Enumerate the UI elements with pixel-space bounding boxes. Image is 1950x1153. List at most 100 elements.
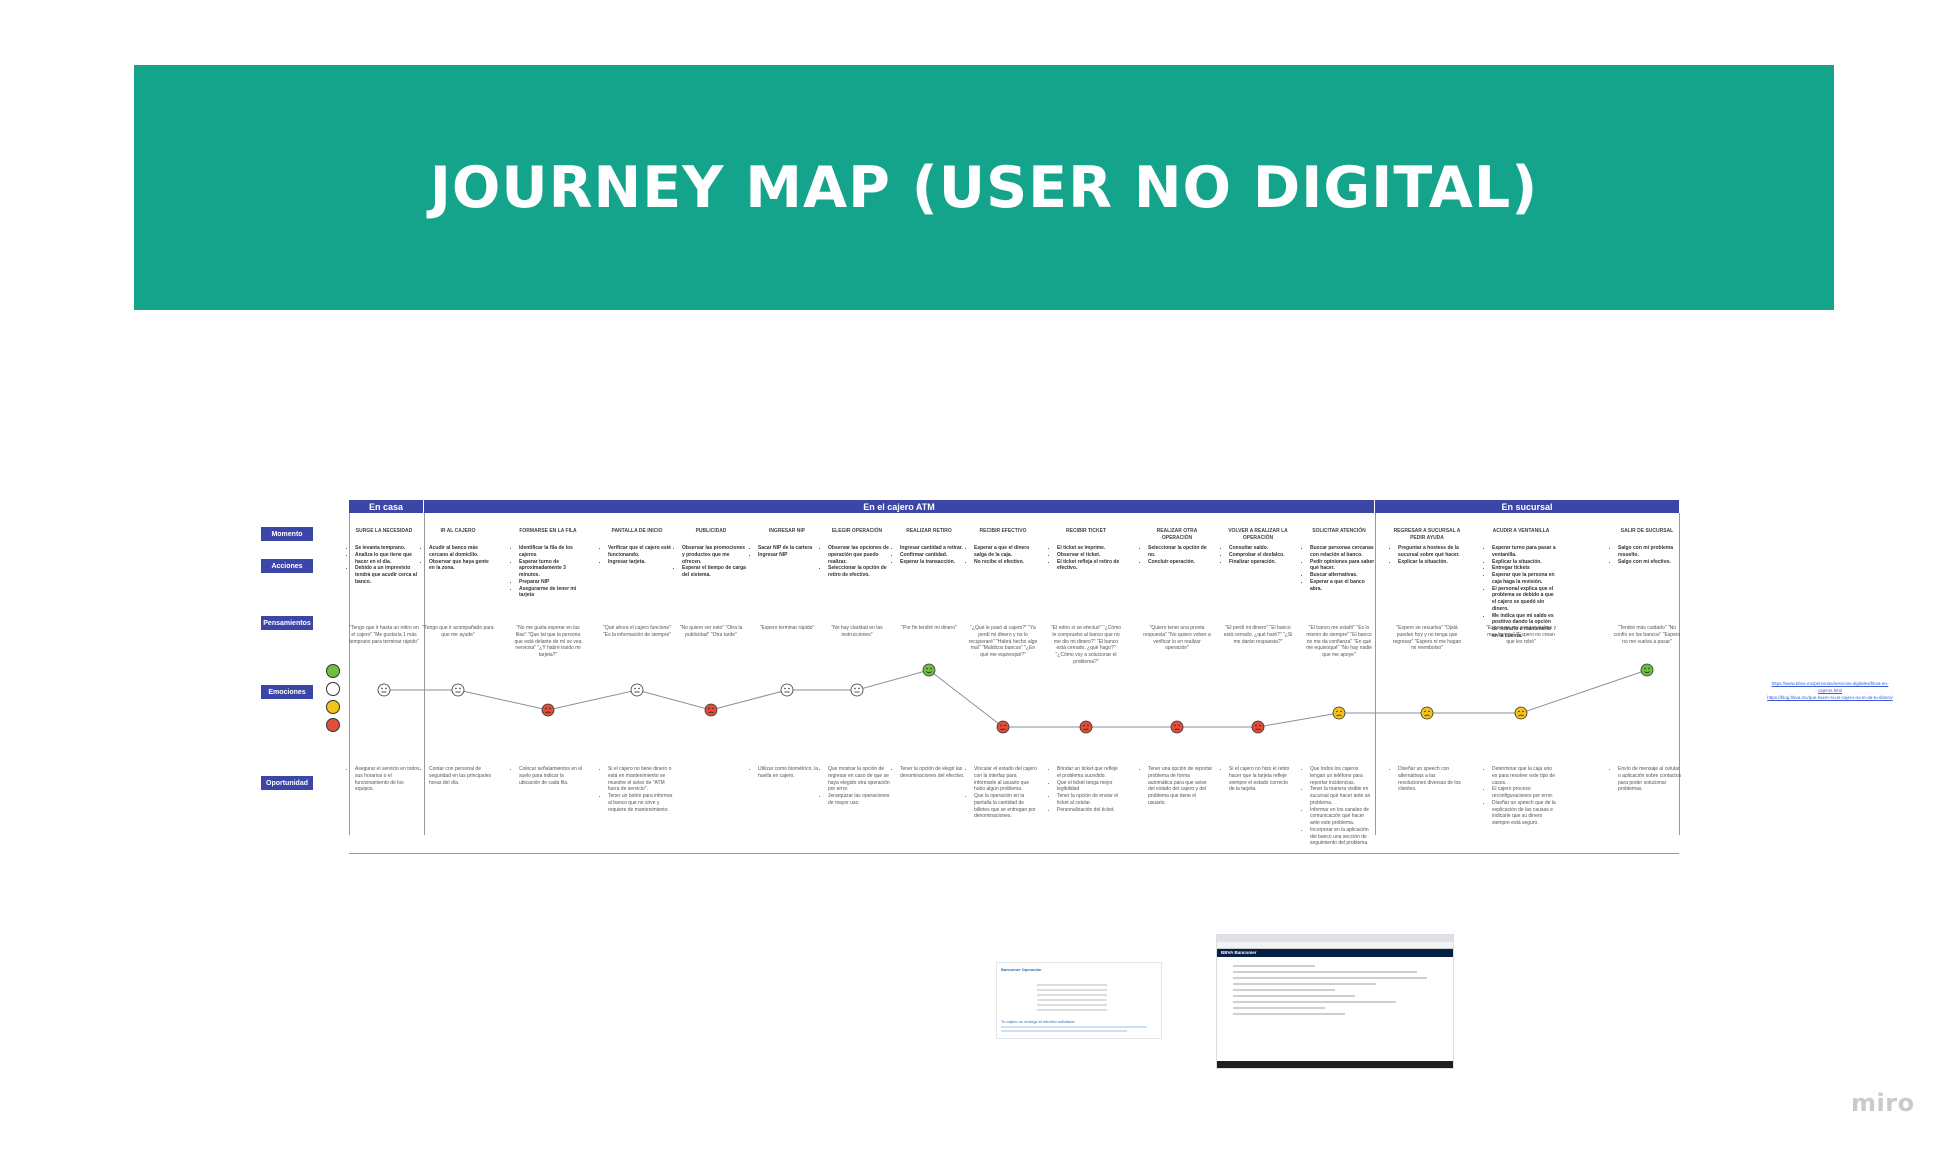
legend-worried-face-icon — [326, 700, 340, 714]
divider-sucursal — [1375, 513, 1376, 835]
phase-en-sucursal: En sucursal — [1375, 500, 1679, 513]
thoughts-text: "No me gusta esperar en las filas" "Que … — [514, 625, 582, 658]
action-item: Pedir opiniones para saber qué hacer. — [1310, 559, 1375, 573]
action-item: Observar que haya gente en la zona. — [429, 559, 494, 573]
actions-list: Esperar turno para pasar a ventanilla.Ex… — [1485, 545, 1557, 640]
opportunity-list: Que mostrar la opción de regresar en cas… — [821, 766, 893, 807]
opportunity-list: Diseñar un speech con alternativas a las… — [1391, 766, 1463, 793]
action-item: Esperar la transacción. — [900, 559, 965, 566]
opportunity-item: Contar con personal de seguridad en las … — [429, 766, 494, 786]
opportunity-item: Que la operación en la pantalla la canti… — [974, 793, 1039, 820]
thoughts-text: "Tengo que ir acompañado para que me ayu… — [422, 625, 494, 638]
emotion-face-icon — [1170, 720, 1184, 734]
opportunity-list: Si el cajero no tiene dinero o está en m… — [601, 766, 673, 813]
actions-list: Identificar la fila de los cajerosEspera… — [512, 545, 584, 599]
opportunity-item: Asegurar el servicio en todos sus horari… — [355, 766, 420, 793]
action-item: Debido a un imprevisto tendrá que acudir… — [355, 565, 420, 585]
opportunity-list: Que todos los cajeros tengan un teléfono… — [1303, 766, 1375, 847]
legend-neutral-face-icon — [326, 682, 340, 696]
moment-label: Recibir ticket — [1066, 528, 1106, 534]
action-item: Esperar a que el dinero salga de la caja… — [974, 545, 1039, 559]
opportunity-item: Tener una opción de reportar problema de… — [1148, 766, 1213, 807]
opportunity-item: Diseñar un speech con alternativas a las… — [1398, 766, 1463, 793]
opportunity-list: Contar con personal de seguridad en las … — [422, 766, 494, 786]
thoughts-text: "El perdí mi dinero" "El banco está cerr… — [1223, 625, 1293, 645]
reference-link-1[interactable]: https://www.bbva.mx/personas/servicios-d… — [1771, 681, 1889, 694]
bank-page-body — [1217, 957, 1453, 1023]
divider-end — [1679, 513, 1680, 835]
thoughts-text: "Qué ahora el cajero funcione" "Es la in… — [602, 625, 672, 638]
action-item: Explicar la situación. — [1398, 559, 1463, 566]
emotion-face-icon — [922, 663, 936, 677]
actions-list: Buscar personas cercanas con relación al… — [1303, 545, 1375, 592]
actions-list: El ticket se imprime.Observar el ticket.… — [1050, 545, 1122, 572]
action-item: Explicar la situación. — [1492, 559, 1557, 566]
thoughts-text: "No hay claridad en las instrucciones" — [831, 625, 883, 638]
action-item: Finalizar operación. — [1229, 559, 1294, 566]
bank-website-screenshot-thumbnail[interactable]: BBVA Bancomer — [1216, 934, 1454, 1069]
moment-label: Realizar retiro — [906, 528, 952, 534]
action-item: Preparar NIP — [519, 579, 584, 586]
os-taskbar — [1217, 1061, 1453, 1068]
action-item: Acudir al banco más cercano al domicilio… — [429, 545, 494, 559]
moment-label: Solicitar atención — [1312, 528, 1366, 534]
moment-label: Ingresar NIP — [768, 528, 806, 534]
opportunity-list: Tener la opción de elegir las denominaci… — [893, 766, 965, 780]
ticket-screenshot-thumbnail[interactable]: Bancomer Operación Tu cajero no entregó … — [996, 962, 1162, 1039]
actions-list: Observar las promociones y productos que… — [675, 545, 747, 579]
opportunity-item: Que todos los cajeros tengan un teléfono… — [1310, 766, 1375, 786]
actions-list: Consultar saldo.Comprobar el desfalco.Fi… — [1222, 545, 1294, 565]
emotion-face-icon — [451, 683, 465, 697]
opportunity-item: Utilizar como biométrico, la huella en c… — [758, 766, 823, 780]
opportunity-item: Tener la opción de enviar el ticket al c… — [1057, 793, 1122, 807]
thoughts-text: "El banco me estafó" "Es lo mismo de sie… — [1306, 625, 1372, 658]
row-label-oportunidad: Oportunidad — [261, 776, 313, 790]
thoughts-text: "Espero terminar rápido" — [759, 625, 815, 631]
opportunity-item: Jerarquizar las operaciones de mayor uso… — [828, 793, 893, 807]
thumb1-heading: Bancomer Operación — [1001, 967, 1042, 972]
opportunity-item: Si el cajero no tiene dinero o está en m… — [608, 766, 673, 793]
emotion-face-icon — [1514, 706, 1528, 720]
emotion-face-icon — [996, 720, 1010, 734]
thoughts-text: "Tendré más cuidado" "No confío en los b… — [1613, 625, 1681, 645]
opportunity-list: Brindar un ticket que refleje el problem… — [1050, 766, 1122, 813]
action-item: Confirmar cantidad. — [900, 552, 965, 559]
thoughts-text: "No quiero ver esto" "Otra la publicidad… — [679, 625, 743, 638]
moment-label: Publicidad — [695, 528, 727, 534]
bank-nav-bar: BBVA Bancomer — [1217, 949, 1453, 957]
action-item: Asegurarme de tener mi tarjeta — [519, 586, 584, 600]
row-label-pensamientos: Pensamientos — [261, 616, 313, 630]
action-item: Observar las opciones de operación que p… — [828, 545, 893, 565]
emotion-face-icon — [541, 703, 555, 717]
action-item: Observar las promociones y productos que… — [682, 545, 747, 565]
opportunity-item: El cajero proceso reconfiguraciones por … — [1492, 786, 1557, 800]
action-item: No recibe el efectivo. — [974, 559, 1039, 566]
miro-logo: miro — [1851, 1089, 1915, 1117]
opportunity-list: Tener una opción de reportar problema de… — [1141, 766, 1213, 807]
action-item: Salgo con mi efectivo. — [1618, 559, 1683, 566]
row-label-emociones: Emociones — [261, 685, 313, 699]
opportunity-item: Colocar señalamientos en el suelo para i… — [519, 766, 584, 786]
action-item: Ingresar tarjeta. — [608, 559, 673, 566]
moment-label: Pantalla de inicio — [611, 528, 663, 534]
board-bottom-line — [349, 853, 1679, 854]
thumb1-table-lines — [1001, 984, 1147, 1032]
action-item: Preguntar a hostess de la sucursal sobre… — [1398, 545, 1463, 559]
actions-list: Sacar NIP de la carteraIngresar NIP — [751, 545, 823, 559]
action-item: Se levanta temprano. — [355, 545, 420, 552]
reference-link-2[interactable]: https://blog.bbva.mx/que-hacer-si-un-caj… — [1767, 695, 1893, 701]
moment-label: Ir al cajero — [440, 528, 476, 534]
opportunity-list: Determinar que la caja uno es para resol… — [1485, 766, 1557, 827]
action-item: Sacar NIP de la cartera — [758, 545, 823, 552]
opportunity-item: Informar en los canales de comunicación … — [1310, 807, 1375, 827]
thoughts-text: "Por fin tendré mi dinero" — [901, 625, 957, 631]
action-item: Comprobar el desfalco. — [1229, 552, 1294, 559]
emotion-face-icon — [630, 683, 644, 697]
action-item: Esperar turno de aproximadamente 3 minut… — [519, 559, 584, 579]
action-item: Ingresar NIP — [758, 552, 823, 559]
legend-negative-face-icon — [326, 718, 340, 732]
action-item: Entregar tickets — [1492, 565, 1557, 572]
moment-label: Regresar a sucursal a pedir ayuda — [1393, 528, 1461, 541]
